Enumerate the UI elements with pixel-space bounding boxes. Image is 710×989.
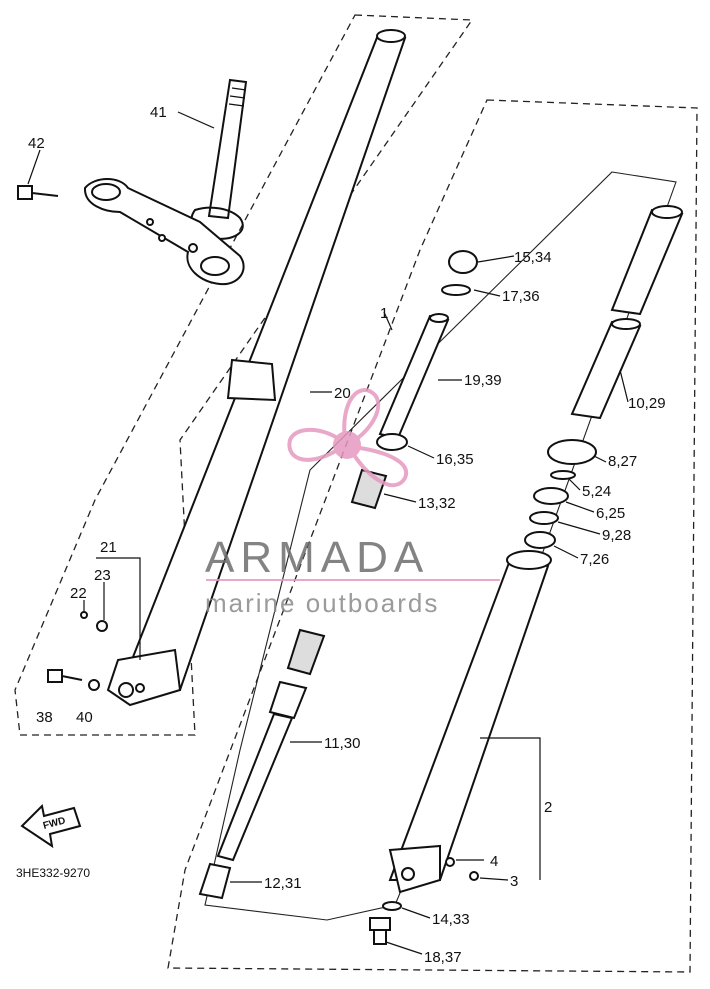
right-bottom-bolts [369,901,402,945]
callout-20: 20 [334,385,351,402]
callout-1: 1 [380,305,388,322]
callout-40: 40 [76,709,93,726]
right-fork-assembly-boundary [167,99,698,973]
callout-41: 41 [150,104,167,121]
watermark: ARMADA marine outboards [205,388,500,618]
callout-19-39: 19,39 [464,372,502,389]
callout-38: 38 [36,709,53,726]
callout-21: 21 [100,539,117,556]
callout-10-29: 10,29 [628,395,666,412]
callout-3: 3 [510,873,518,890]
callout-leader-lines [27,111,629,955]
callout-16-35: 16,35 [436,451,474,468]
callout-4: 4 [490,853,498,870]
callout-5-24: 5,24 [582,483,611,500]
callout-12-31: 12,31 [264,875,302,892]
callout-8-27: 8,27 [608,453,637,470]
watermark-brand: ARMADA [205,533,429,582]
watermark-tagline: marine outboards [205,588,439,618]
steering-stem-part [190,78,248,240]
bolt-42-part [17,185,59,200]
callout-11-30: 11,30 [324,735,360,752]
under-bracket-part [83,178,245,286]
callout-13-32: 13,32 [418,495,456,512]
callout-17-36: 17,36 [502,288,540,305]
callout-2: 2 [544,799,552,816]
callout-7-26: 7,26 [580,551,609,568]
callout-22: 22 [70,585,87,602]
callout-14-33: 14,33 [432,911,470,928]
right-fork-inner-parts [441,205,684,549]
left-bottom-bolts [47,611,108,691]
left-fork-assembly-boundary [14,14,474,736]
right-outer-tube-part [388,550,552,894]
callout-18-37: 18,37 [424,949,462,966]
callout-15-34: 15,34 [514,249,552,266]
left-outer-tube-part [106,29,407,707]
forward-arrow-icon: FWD [20,803,82,849]
callout-23: 23 [94,567,111,584]
callout-9-28: 9,28 [602,527,631,544]
propeller-logo-icon [287,388,409,488]
callout-42: 42 [28,135,45,152]
diagram-code: 3HE332-9270 [16,866,90,880]
callout-6-25: 6,25 [596,505,625,522]
left-fork-inner-parts [198,313,450,900]
